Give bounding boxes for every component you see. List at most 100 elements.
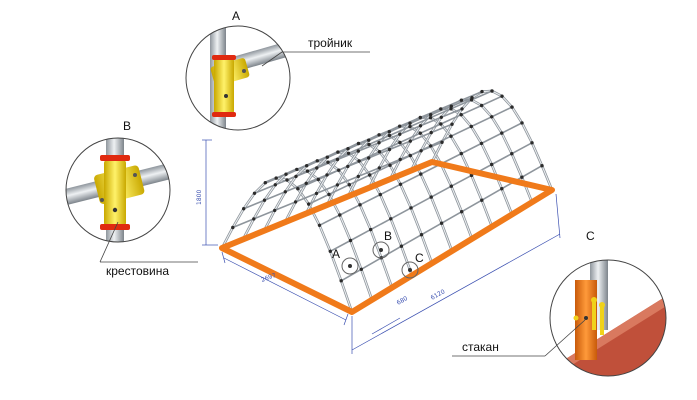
connector-node [295,167,299,172]
connector-node [316,177,320,182]
connector-node [449,104,453,108]
connector-node [398,132,402,136]
connector-node [325,155,329,159]
connector-node [408,121,412,125]
connector-node [479,141,484,146]
connector-node [284,172,288,176]
connector-node [449,184,453,188]
detail-a-letter: A [232,9,240,23]
connector-node [378,192,382,197]
connector-node [356,174,360,179]
connector-node [357,159,361,163]
length-dimension: 6120 [430,288,447,302]
connector-node [367,138,371,142]
detail-c-letter: C [586,229,595,243]
connector-node [346,147,350,151]
arch-tube-highlight [221,177,353,313]
connector-node [369,227,373,232]
connector-node [307,202,311,206]
connector-node [326,160,330,164]
connector-node [439,107,443,111]
connector-node [449,134,453,138]
connector-node [347,183,351,187]
cross-label: крестовина [106,264,169,278]
connector-node [387,133,392,138]
marker-c-label: C [415,251,424,265]
greenhouse-frame [219,89,555,315]
connector-node [460,210,464,214]
connector-node [439,115,443,120]
connector-node [419,233,424,237]
connector-node [335,183,340,187]
longitudinal-tubes [232,90,543,282]
connector-node [336,150,340,154]
connector-node [429,130,433,135]
connector-node [346,151,351,155]
connector-node [510,105,514,109]
connector-node [359,267,363,271]
connector-node [469,98,474,102]
connector-node [490,115,494,119]
connector-node [252,217,256,221]
connector-node [460,107,464,111]
marker-b-label: B [384,229,392,243]
detail-a-tee: A тройник [185,9,370,131]
connector-node [429,144,433,148]
detail-c-cup: C стакан [452,229,667,377]
connector-node [389,217,393,221]
connector-node [469,124,473,129]
connector-node [273,183,277,187]
connector-node [305,169,310,173]
connector-node [285,178,289,182]
connector-node [328,249,332,253]
connector-node [408,139,412,143]
connector-node [398,157,402,162]
connector-node [377,150,382,154]
connector-node [314,191,319,196]
connector-node [500,131,504,135]
connector-node [450,122,454,126]
dimension-lines [202,139,561,354]
connector-node [337,168,341,172]
connector-node [520,175,524,179]
connector-node [398,124,402,128]
connector-node [387,147,392,152]
connector-node [418,131,422,135]
connector-node [377,141,381,145]
connector-node [367,156,371,160]
connector-node [325,173,329,177]
connector-node [429,113,433,117]
connector-node [500,187,504,191]
connector-node [418,124,423,128]
connector-node [428,116,433,120]
connector-node [356,149,360,153]
connector-node [377,133,381,137]
connector-node [252,191,257,195]
connector-node [500,94,504,98]
marker-a: A [332,247,359,275]
connector-node [338,213,342,217]
connector-node [346,164,350,169]
connector-node [520,121,524,125]
connector-node [398,182,403,186]
marker-c: C [401,251,424,279]
connector-node [231,225,235,230]
connector-node [408,124,412,129]
connector-node [409,206,413,210]
connector-node [439,221,444,225]
connector-node [419,172,423,176]
marker-a-label: A [332,247,340,261]
connector-node [510,152,514,156]
connector-node [327,192,331,197]
connector-node [459,113,463,117]
height-dimension: 1800 [196,190,203,205]
connector-node [540,164,544,168]
connector-node [418,115,422,120]
connector-node [367,142,371,147]
detail-b-letter: B [123,119,131,133]
connector-node [358,203,362,207]
connector-node [263,181,267,185]
connector-node [429,195,433,199]
connector-node [408,153,412,158]
